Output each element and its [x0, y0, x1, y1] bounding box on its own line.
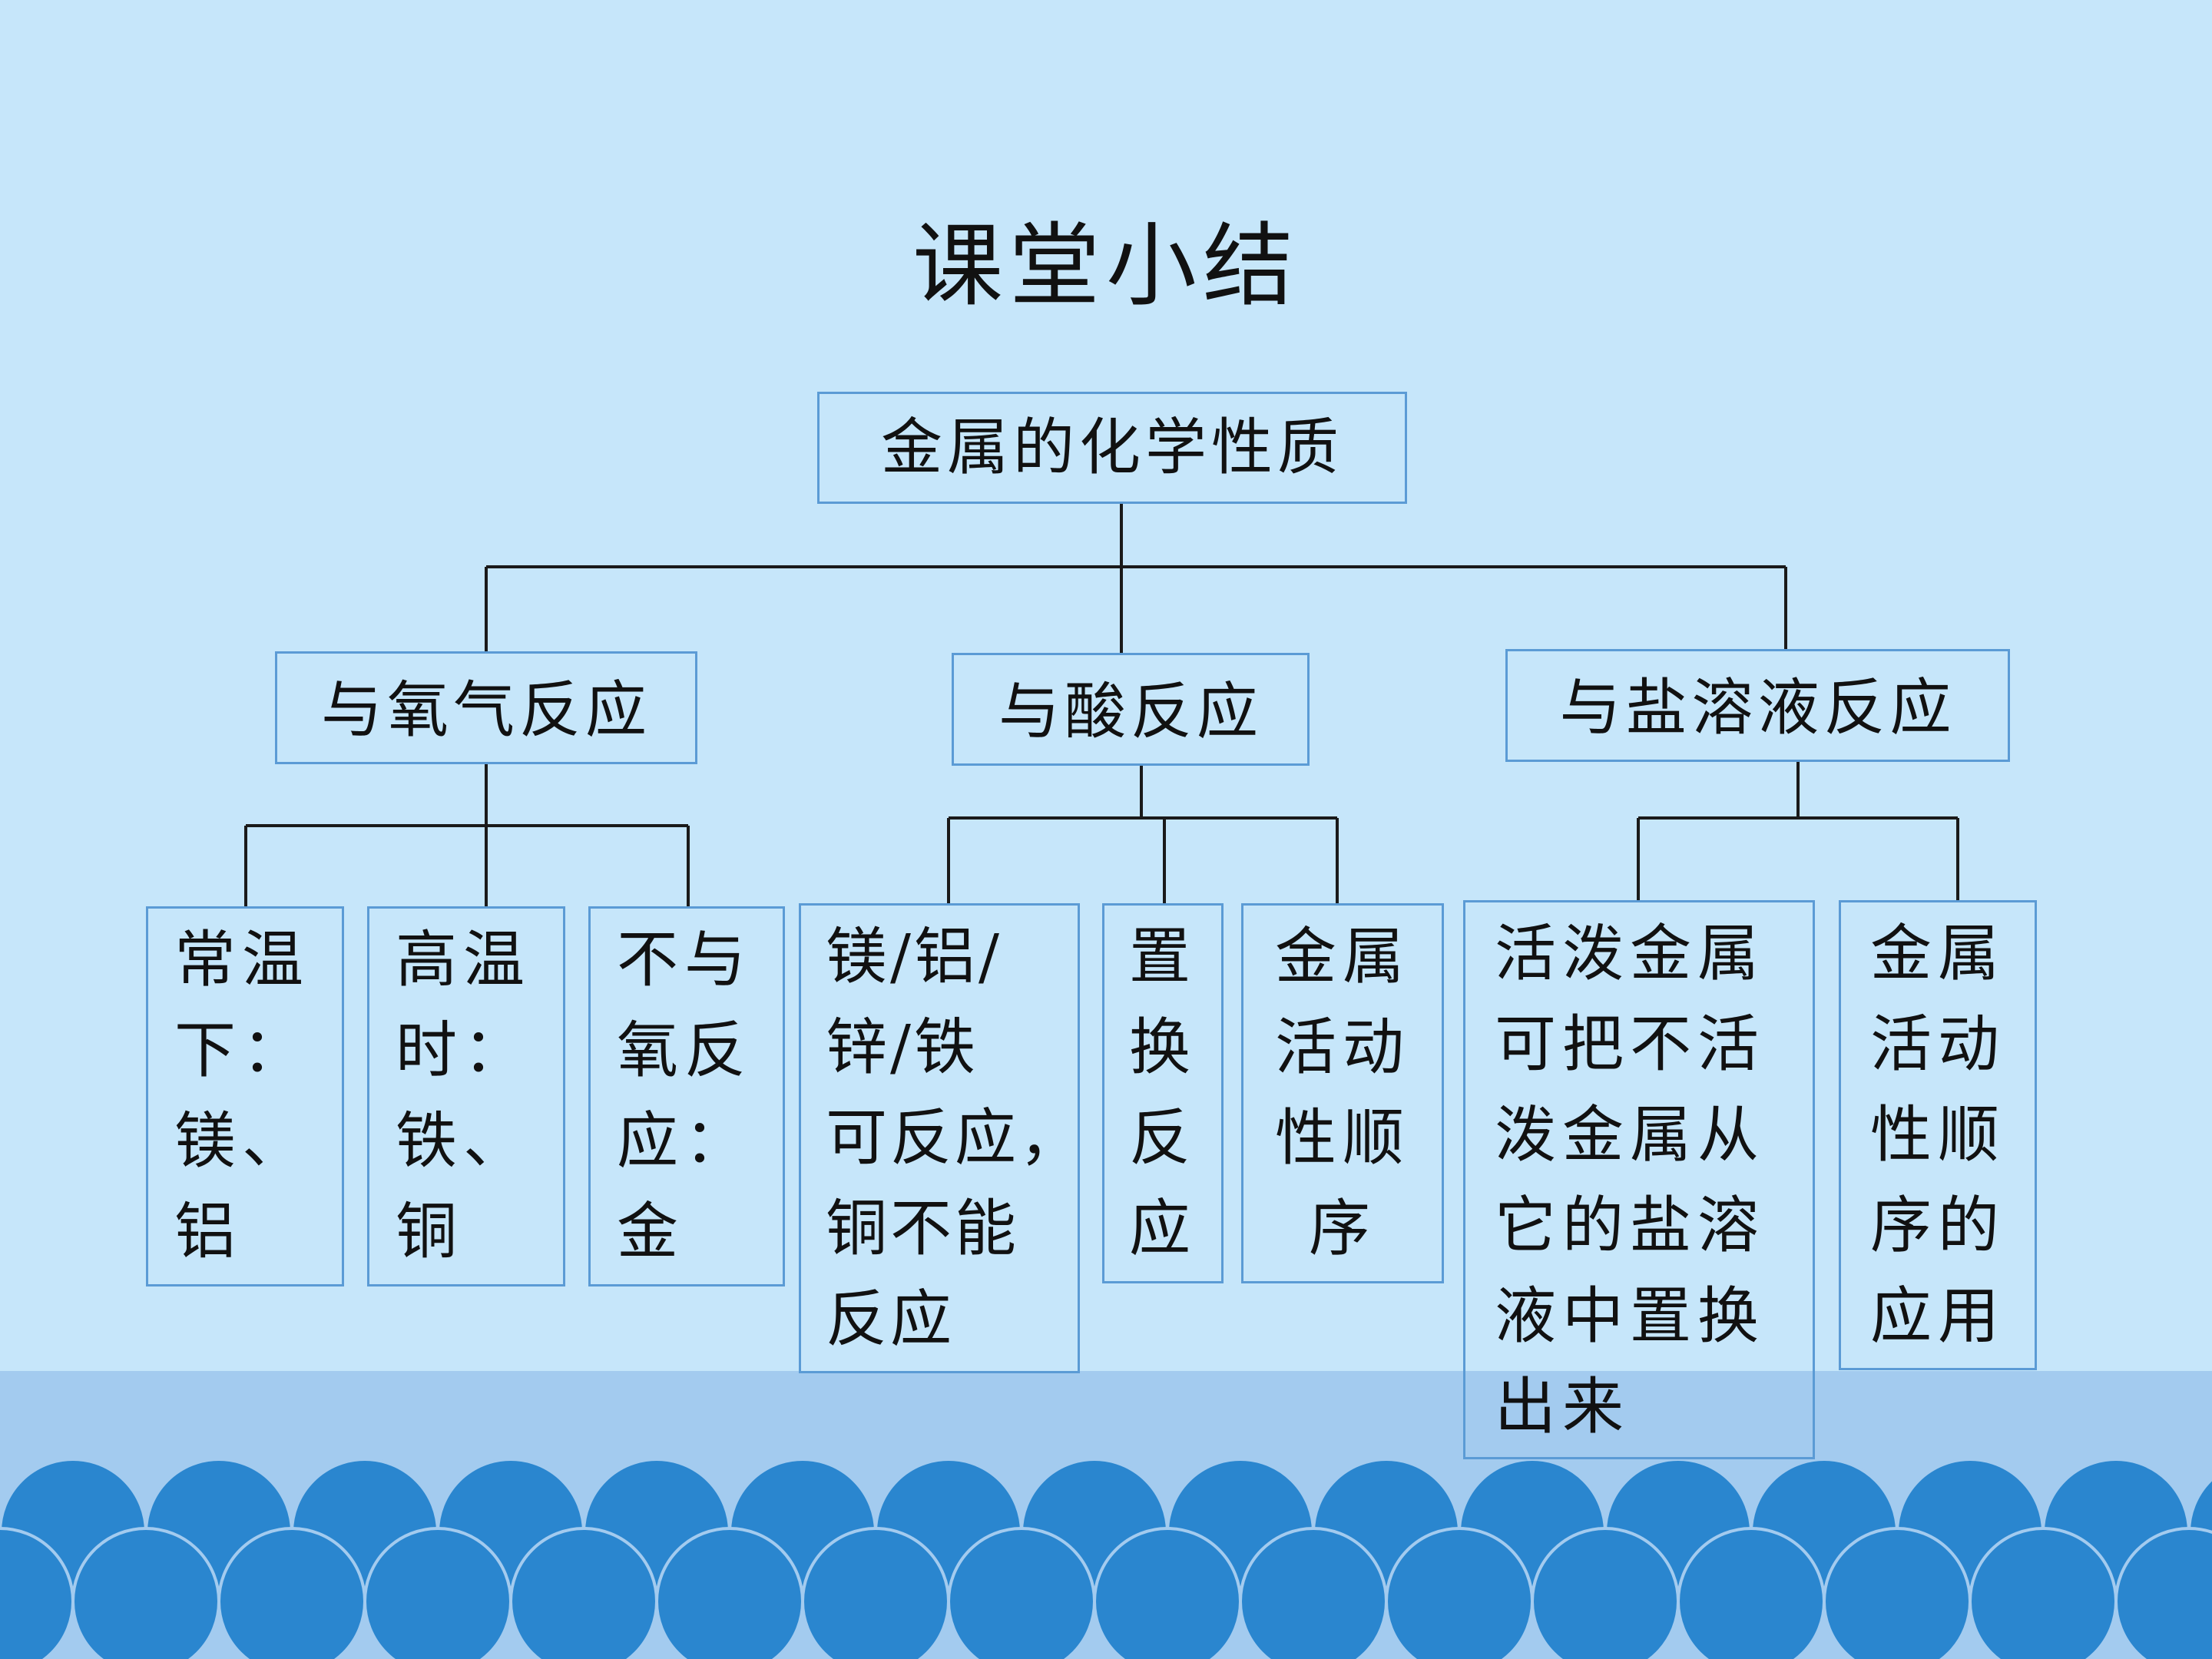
leaf-acid-activity: 金属 活动 性顺 序 [1241, 903, 1444, 1283]
leaf-acid-metals: 镁/铝/ 锌/铁 可反应， 铜不能 反应 [799, 903, 1081, 1373]
connector-oxygen [244, 764, 690, 906]
connector-salt [1637, 762, 1959, 900]
leaf-oxygen-gold: 不与 氧反 应： 金 [588, 906, 785, 1286]
leaf-salt-displacement: 活泼金属 可把不活 泼金属从 它的盐溶 液中置换 出来 [1463, 900, 1815, 1459]
leaf-acid-replacement: 置 换 反 应 [1102, 903, 1224, 1283]
leaf-oxygen-room-temp: 常温 下： 镁、 铝 [146, 906, 344, 1286]
branch-acid: 与酸反应 [952, 653, 1310, 766]
connector-root [485, 504, 1787, 653]
leaf-salt-activity-use: 金属 活动 性顺 序的 应用 [1839, 900, 2037, 1370]
slide-title: 课堂小结 [912, 213, 1300, 319]
root-node: 金属的化学性质 [817, 392, 1407, 504]
wave-decoration [0, 1459, 2212, 1659]
branch-oxygen: 与氧气反应 [275, 651, 697, 764]
wave-scallop [2114, 1527, 2212, 1659]
leaf-oxygen-high-temp: 高温 时： 铁、 铜 [367, 906, 565, 1286]
connector-acid [947, 764, 1339, 903]
branch-salt: 与盐溶液反应 [1505, 649, 2010, 762]
